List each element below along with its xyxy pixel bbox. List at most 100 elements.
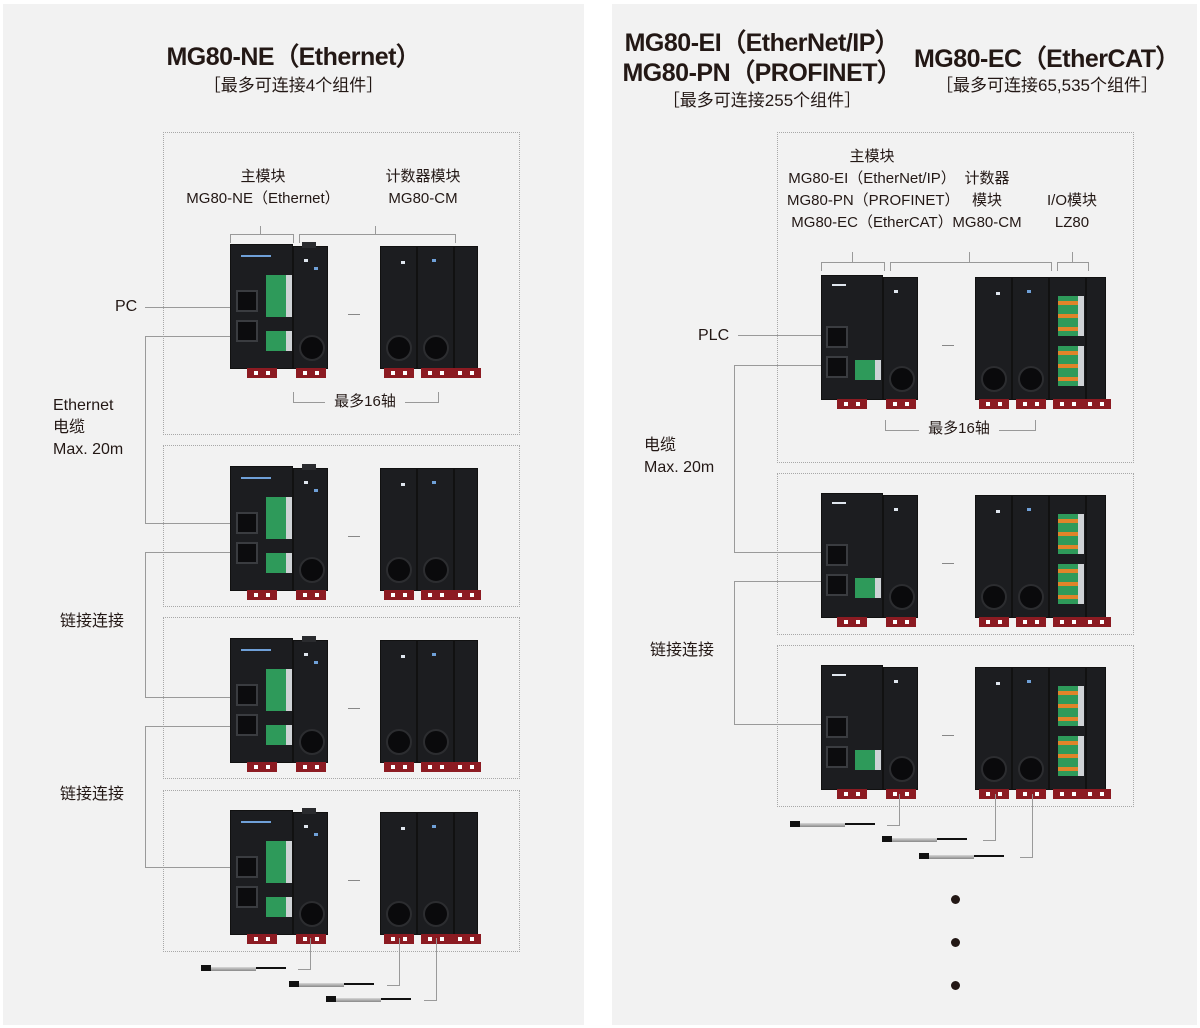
ellipsis-dash	[348, 708, 360, 709]
counter-module-side	[293, 242, 328, 378]
io-module-lz80	[1049, 667, 1086, 799]
din-clip	[837, 789, 867, 799]
main-module-ne	[230, 244, 293, 378]
unit-frame-2	[163, 445, 520, 607]
ellipsis-dash	[942, 563, 954, 564]
din-clip	[837, 617, 867, 627]
main-bracket	[821, 262, 885, 271]
led	[304, 653, 308, 656]
din-clip	[837, 399, 867, 409]
counter-module-model: MG80-CM	[952, 214, 1022, 231]
din-clip	[420, 368, 451, 378]
led	[314, 489, 318, 492]
terminal-block	[266, 669, 292, 711]
io-terminal-top	[1058, 686, 1084, 726]
power-terminal	[266, 553, 292, 573]
ethernet-port-out	[236, 542, 258, 564]
main-module-ei-pn-ec	[821, 275, 883, 409]
end-cap	[451, 640, 481, 772]
din-clip	[451, 368, 481, 378]
status-led	[832, 674, 846, 676]
counter-module-side	[293, 808, 328, 944]
io-bracket	[1057, 262, 1089, 271]
led	[996, 292, 1000, 295]
status-led	[241, 821, 271, 823]
end-cap	[451, 246, 481, 378]
dial-icon	[1018, 366, 1044, 392]
cable-label-max: Max. 20m	[53, 441, 124, 458]
din-clip	[295, 590, 326, 600]
counter-module-mg80-cm	[1012, 495, 1049, 627]
io-terminal-top	[1058, 514, 1084, 554]
right-title-ec: MG80-EC（EtherCAT）	[913, 45, 1181, 73]
chain-cable-1	[145, 336, 234, 524]
sensor-cable-2	[289, 981, 379, 987]
led	[1027, 680, 1031, 683]
dial-icon	[299, 335, 325, 361]
main-module-model-pn: MG80-PN（PROFINET）	[787, 192, 960, 209]
main-module-model: MG80-NE（Ethernet）	[186, 190, 340, 207]
main-module-model-ec: MG80-EC（EtherCAT）	[791, 214, 953, 231]
end-cap	[1081, 495, 1111, 627]
io-module-lz80	[1049, 495, 1086, 627]
main-module-ei-pn-ec	[821, 493, 883, 627]
din-clip	[295, 368, 326, 378]
cable-label-ethernet: Ethernet	[53, 397, 114, 414]
end-cap	[451, 812, 481, 944]
ethernet-port-out	[826, 746, 848, 768]
chain-label-1: 链接连接	[60, 613, 125, 630]
cable-label-cable: 电缆	[53, 419, 86, 436]
led	[432, 259, 436, 262]
din-clip	[383, 934, 414, 944]
ethernet-port-in	[826, 716, 848, 738]
led	[996, 510, 1000, 513]
chain-label-2: 链接连接	[60, 786, 125, 803]
din-clip	[246, 762, 277, 772]
din-clip	[885, 789, 916, 799]
left-panel-ne: MG80-NE（Ethernet） ［最多可连接4个组件］ 主模块 MG80-N…	[3, 4, 584, 1025]
din-clip	[246, 590, 277, 600]
continuation-dot-1	[951, 895, 960, 904]
dial-icon	[1018, 756, 1044, 782]
led	[1027, 508, 1031, 511]
din-clip	[885, 617, 916, 627]
status-led	[241, 255, 271, 257]
continuation-dot-2	[951, 938, 960, 947]
counter-module-model: MG80-CM	[388, 190, 458, 207]
counter-module-mg80-cm	[380, 640, 417, 772]
din-clip	[978, 789, 1009, 799]
unit-frame-1	[163, 132, 520, 435]
din-clip	[420, 934, 451, 944]
din-clip	[1081, 399, 1111, 409]
ellipsis-dash	[942, 735, 954, 736]
chain-cable-3	[145, 726, 234, 868]
led	[304, 825, 308, 828]
dial-icon	[981, 366, 1007, 392]
counter-module-mg80-cm	[1012, 277, 1049, 409]
counter-module-mg80-cm	[417, 640, 454, 772]
counter-module-mg80-cm	[975, 495, 1012, 627]
main-module-ne	[230, 810, 293, 944]
dial-icon	[423, 557, 449, 583]
dial-icon	[386, 901, 412, 927]
main-module-model-ei: MG80-EI（EtherNet/IP）	[788, 170, 956, 187]
right-subtitle-ec: ［最多可连接65,535个组件］	[936, 76, 1158, 95]
din-clip	[451, 934, 481, 944]
right-title-ei: MG80-EI（EtherNet/IP）	[624, 29, 900, 57]
counter-module-side	[293, 636, 328, 772]
ethernet-port-in	[236, 684, 258, 706]
module-unit	[612, 665, 1197, 805]
ellipsis-dash	[942, 345, 954, 346]
left-subtitle: ［最多可连接4个组件］	[203, 76, 384, 95]
din-clip	[1052, 399, 1083, 409]
counter-module-side	[883, 495, 918, 627]
chain-cable-2	[734, 581, 823, 725]
din-clip	[1052, 617, 1083, 627]
din-clip	[1081, 617, 1111, 627]
led	[432, 653, 436, 656]
ethernet-port-in	[236, 512, 258, 534]
din-clip	[383, 590, 414, 600]
main-module-label: 主模块	[849, 148, 895, 165]
counter-module-label: 计数器模块	[385, 168, 461, 185]
chain-label: 链接连接	[650, 642, 715, 659]
